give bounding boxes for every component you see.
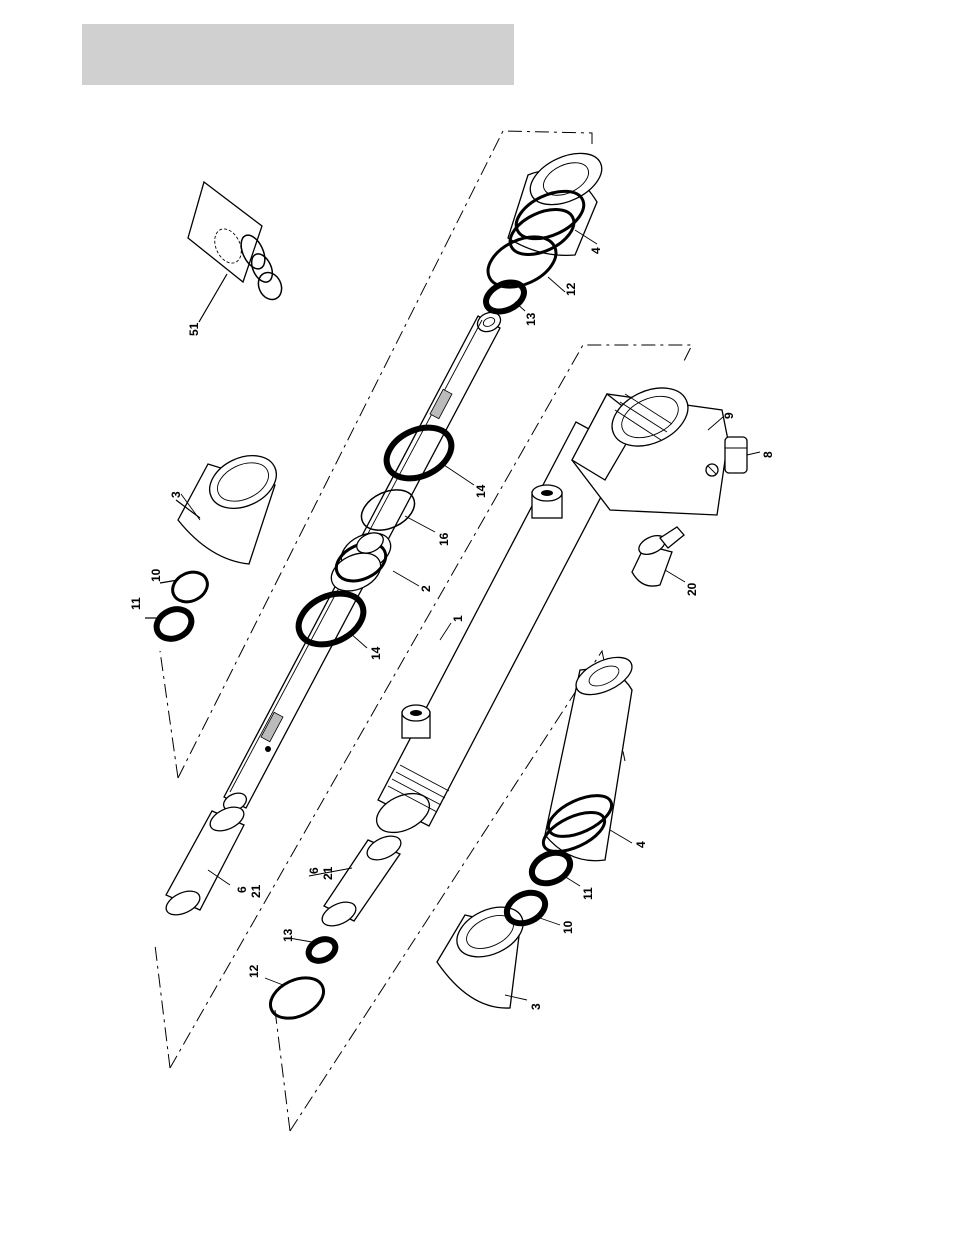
callout-6-lower: 6: [307, 867, 321, 874]
bushing-lower: [318, 831, 404, 930]
callout-11-upper: 11: [129, 597, 143, 610]
callout-2: 2: [419, 585, 433, 592]
callout-14-lower: 14: [369, 646, 383, 660]
callout-14-upper: 14: [474, 484, 488, 498]
callout-12-lower: 12: [247, 964, 261, 978]
callout-3-upper: 3: [169, 491, 183, 498]
gland-lower: [538, 650, 638, 861]
callout-3-lower: 3: [529, 1003, 543, 1010]
callout-6-upper: 6: [235, 886, 249, 893]
callout-12-upper: 12: [564, 282, 578, 296]
callout-21-upper: 21: [249, 884, 263, 898]
gland-seals-lower: [264, 935, 339, 1026]
callout-13-upper: 13: [524, 312, 538, 326]
callout-9: 9: [722, 412, 736, 419]
gland-nut-lower: [437, 897, 531, 1008]
gland-upper: [503, 143, 610, 264]
seal-kit-bag: [188, 182, 286, 322]
callout-51: 51: [187, 322, 201, 336]
callout-8: 8: [761, 451, 775, 458]
callout-16: 16: [437, 532, 451, 546]
callout-10-upper: 10: [149, 568, 163, 582]
upper-group-boundary: [155, 131, 692, 1131]
callout-1: 1: [451, 615, 465, 622]
callout-4-lower: 4: [634, 841, 648, 848]
bushing-upper: [162, 802, 247, 919]
callout-13-lower: 13: [281, 928, 295, 942]
callout-11-lower: 11: [581, 887, 595, 900]
callout-4-upper: 4: [589, 247, 603, 254]
gland-nut-upper: [176, 445, 285, 564]
callout-10-lower: 10: [561, 920, 575, 934]
callout-20: 20: [685, 582, 699, 596]
callout-21-lower: 21: [321, 866, 335, 880]
